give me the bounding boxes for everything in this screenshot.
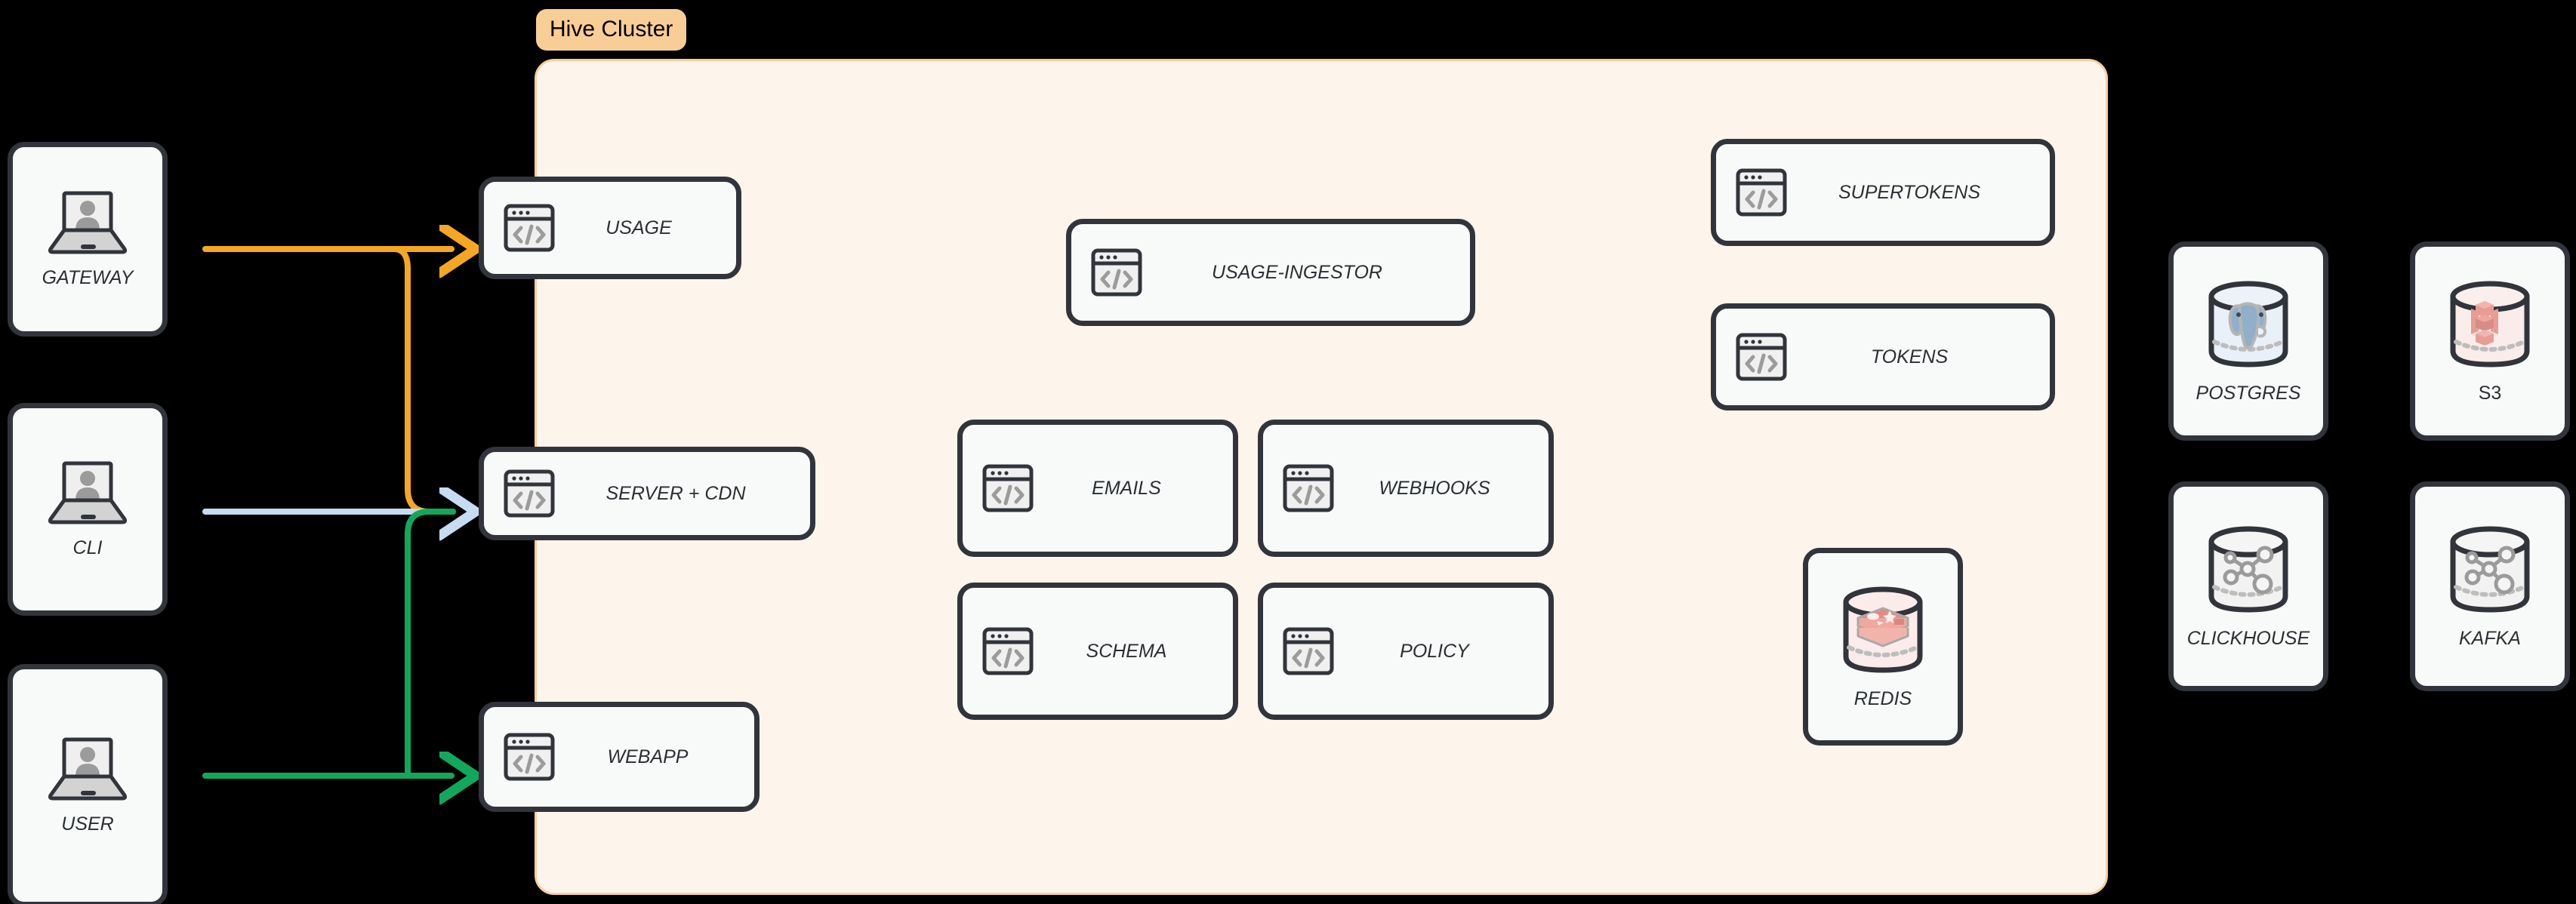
node-user[interactable]: USER — [8, 664, 168, 904]
node-clickhouse[interactable]: CLICKHOUSE — [2168, 481, 2328, 691]
graph-cylinder-icon — [2204, 524, 2293, 614]
code-window-icon — [504, 733, 555, 781]
code-window-icon — [1736, 168, 1787, 217]
node-label: POSTGRES — [2195, 382, 2301, 404]
node-label: WEBHOOKS — [1379, 477, 1490, 499]
edge-user-to-server-cdn — [405, 509, 456, 779]
node-supertokens[interactable]: SUPERTOKENS — [1711, 139, 2055, 246]
node-usage-ingestor[interactable]: USAGE-INGESTOR — [1066, 219, 1475, 326]
node-postgres[interactable]: POSTGRES — [2168, 241, 2328, 441]
node-label: CLICKHOUSE — [2186, 627, 2310, 649]
code-window-icon — [504, 204, 555, 252]
node-policy[interactable]: POLICY — [1258, 583, 1554, 720]
node-tokens[interactable]: TOKENS — [1711, 303, 2055, 410]
postgres-cylinder-icon — [2204, 278, 2293, 369]
node-s3[interactable]: S3 — [2410, 241, 2570, 441]
code-window-icon — [1736, 333, 1787, 381]
node-label: USER — [61, 813, 114, 835]
code-window-icon — [982, 627, 1034, 675]
code-window-icon — [982, 464, 1034, 512]
redis-cylinder-icon — [1838, 584, 1927, 675]
code-window-icon — [504, 469, 555, 518]
node-label: S3 — [2478, 382, 2502, 404]
laptop-user-icon — [45, 736, 130, 801]
node-emails[interactable]: EMAILS — [957, 420, 1238, 557]
s3-cylinder-icon — [2445, 278, 2534, 369]
node-label: SERVER + CDN — [605, 482, 746, 504]
node-label: REDIS — [1853, 687, 1912, 709]
node-label: POLICY — [1400, 640, 1469, 662]
node-gateway[interactable]: GATEWAY — [8, 142, 168, 337]
node-kafka[interactable]: KAFKA — [2410, 481, 2570, 691]
laptop-user-icon — [45, 190, 130, 255]
node-label: KAFKA — [2459, 627, 2521, 649]
code-window-icon — [1091, 248, 1142, 297]
hive-cluster-badge: Hive Cluster — [536, 9, 687, 51]
node-label: WEBAPP — [607, 746, 689, 767]
node-label: GATEWAY — [42, 266, 134, 288]
code-window-icon — [1283, 464, 1334, 512]
node-webhooks[interactable]: WEBHOOKS — [1258, 420, 1554, 557]
node-label: EMAILS — [1092, 477, 1161, 499]
node-cli[interactable]: CLI — [8, 403, 168, 616]
node-usage[interactable]: USAGE — [479, 177, 741, 279]
node-label: CLI — [72, 537, 103, 558]
node-webapp[interactable]: WEBAPP — [479, 702, 760, 812]
graph-cylinder-icon — [2445, 524, 2534, 614]
edge-gateway-to-server-cdn — [391, 246, 456, 515]
node-server-cdn[interactable]: SERVER + CDN — [479, 447, 815, 540]
node-label: SUPERTOKENS — [1838, 181, 1981, 203]
laptop-user-icon — [45, 460, 130, 525]
node-label: USAGE — [605, 217, 672, 238]
code-window-icon — [1283, 627, 1334, 675]
node-label: TOKENS — [1870, 346, 1949, 367]
node-label: USAGE-INGESTOR — [1212, 261, 1382, 283]
node-schema[interactable]: SCHEMA — [957, 583, 1238, 720]
node-label: SCHEMA — [1086, 640, 1167, 662]
node-redis[interactable]: REDIS — [1803, 548, 1963, 746]
